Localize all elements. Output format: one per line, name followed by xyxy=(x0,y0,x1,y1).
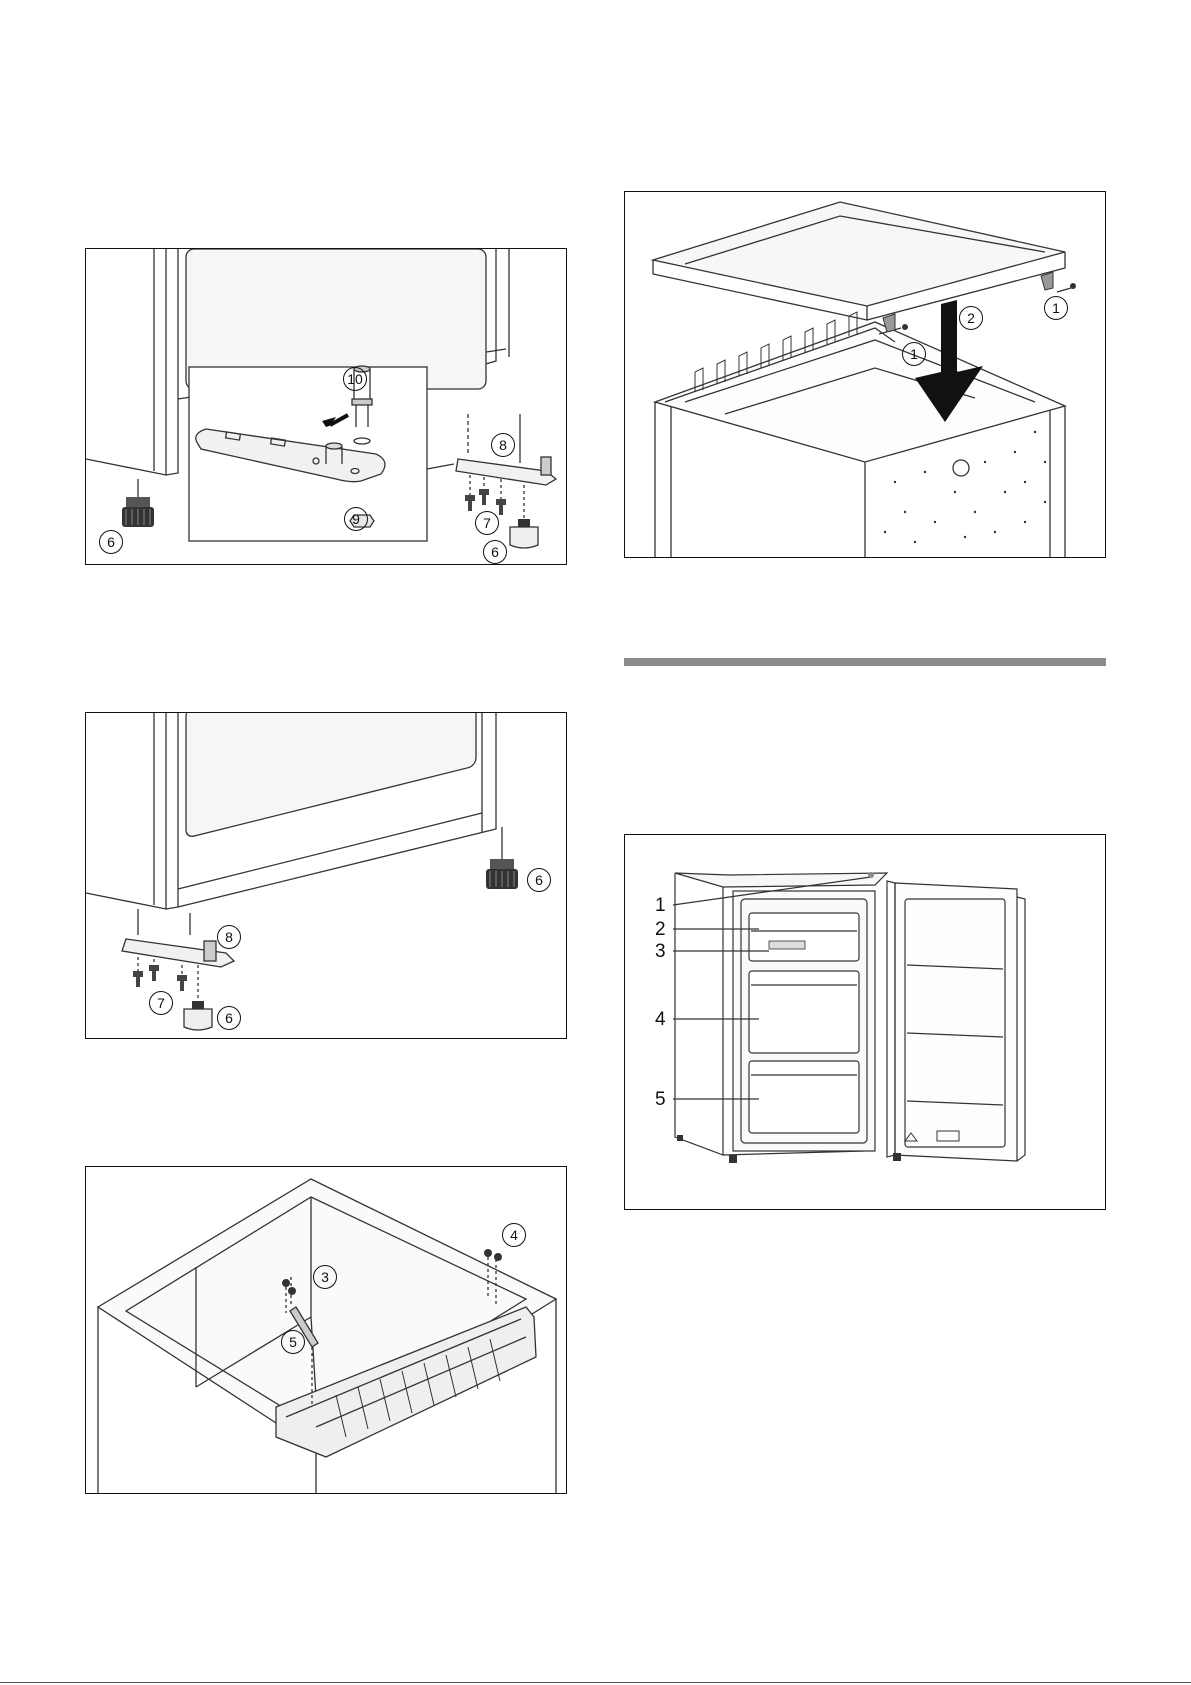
figure-worktop: 2 1 1 xyxy=(624,191,1106,558)
part-label-4: 4 xyxy=(655,1009,666,1031)
callout-8: 8 xyxy=(217,925,241,949)
callout-6-left: 6 xyxy=(217,1006,241,1030)
figure-top-hinge: 4 3 5 xyxy=(85,1166,567,1494)
left-foot-icon xyxy=(184,1001,212,1030)
callout-8: 8 xyxy=(491,433,515,457)
figure-hinge-swap: 8 6 7 6 xyxy=(85,712,567,1039)
part-label-1: 1 xyxy=(655,895,666,917)
part-label-3: 3 xyxy=(655,941,666,963)
appliance-overview-illustration xyxy=(625,835,1106,1210)
callout-6-right: 6 xyxy=(527,868,551,892)
callout-9: 9 xyxy=(344,507,368,531)
callout-7: 7 xyxy=(475,511,499,535)
figure-appliance-overview: 1 2 3 4 5 xyxy=(624,834,1106,1210)
callout-1-right: 1 xyxy=(1044,296,1068,320)
top-hinge-illustration xyxy=(86,1167,567,1494)
left-foot-icon xyxy=(122,497,154,527)
callout-7: 7 xyxy=(149,991,173,1015)
figure-hinge-detail: 10 8 9 7 6 6 xyxy=(85,248,567,565)
callout-5: 5 xyxy=(281,1330,305,1354)
callout-2: 2 xyxy=(959,306,983,330)
left-hinge-plate xyxy=(122,939,234,1001)
callout-6-right: 6 xyxy=(483,540,507,564)
right-foot-icon xyxy=(510,519,538,548)
section-divider xyxy=(624,658,1106,666)
worktop-illustration xyxy=(625,192,1106,558)
part-label-2: 2 xyxy=(655,919,666,941)
callout-4: 4 xyxy=(502,1223,526,1247)
footer-rule xyxy=(0,1682,1191,1683)
callout-1-left: 1 xyxy=(902,342,926,366)
callout-3: 3 xyxy=(313,1265,337,1289)
hinge-swap-illustration xyxy=(86,713,567,1039)
callout-10: 10 xyxy=(343,367,367,391)
right-foot-icon xyxy=(486,859,518,889)
part-label-5: 5 xyxy=(655,1089,666,1111)
callout-6-left: 6 xyxy=(99,530,123,554)
